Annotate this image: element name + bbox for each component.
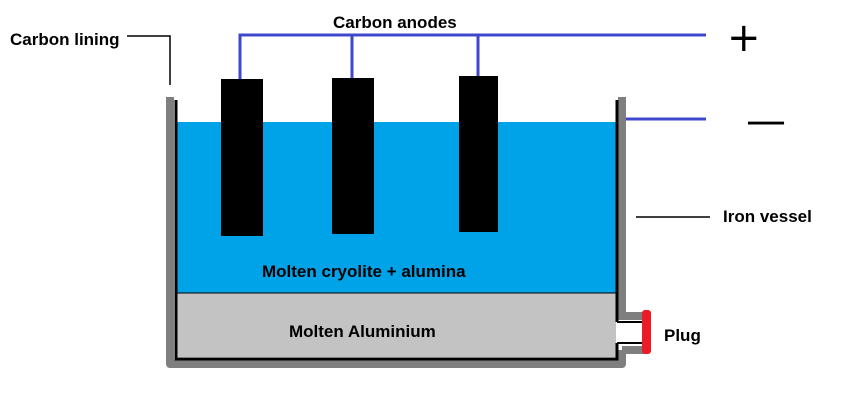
plug-stopper (642, 310, 651, 354)
carbon-anodes-label: Carbon anodes (333, 13, 457, 32)
electrolyte-label: Molten cryolite + alumina (262, 262, 466, 281)
carbon-lining (174, 100, 619, 361)
carbon-lining-label: Carbon lining (10, 30, 120, 49)
carbon-anode (332, 78, 374, 234)
positive-terminal-sign: + (727, 15, 761, 61)
carbon-anode (459, 76, 498, 232)
iron-vessel-wall (166, 97, 626, 368)
outlet-lining (617, 321, 643, 344)
carbon-anode (221, 79, 263, 236)
molten-aluminium-region (176, 293, 616, 357)
negative-terminal-sign: — (746, 98, 786, 144)
molten-aluminium-label: Molten Aluminium (289, 322, 436, 341)
plug-label: Plug (664, 326, 701, 345)
carbon-lining-leader (127, 35, 171, 85)
iron-vessel-label: Iron vessel (723, 207, 812, 226)
anode-busbar-wire (238, 33, 706, 79)
